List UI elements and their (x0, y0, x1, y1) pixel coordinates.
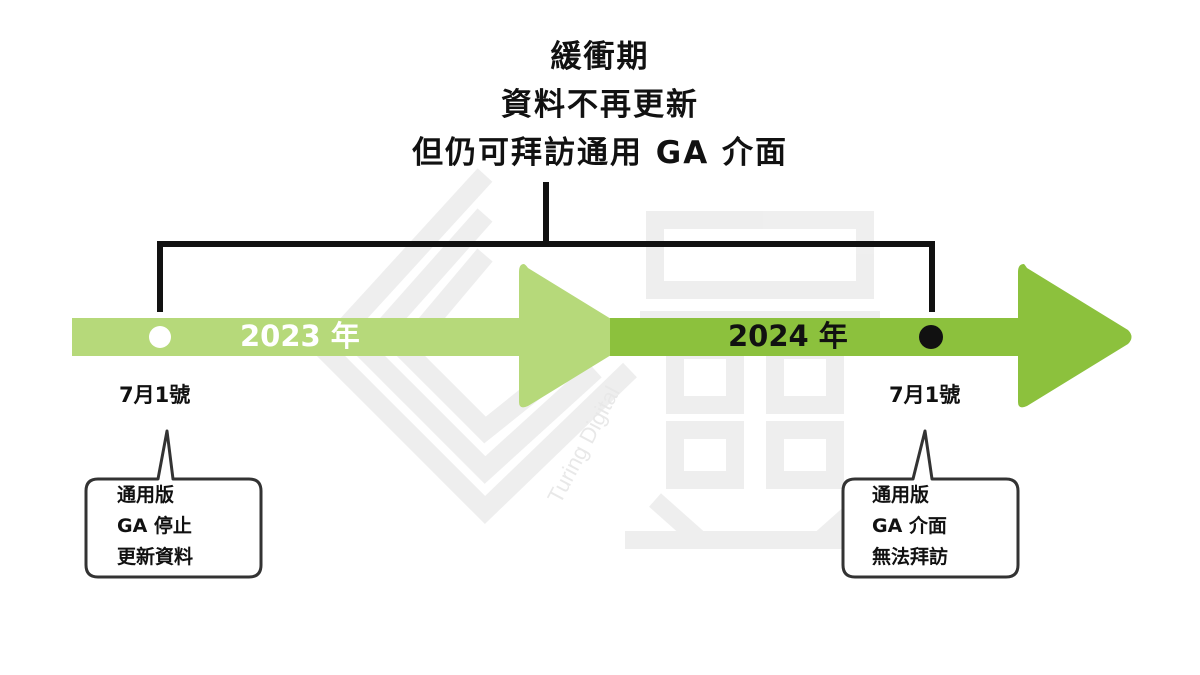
milestone-end-dot (919, 325, 943, 349)
timeline-arrow-2023 (519, 264, 633, 408)
callout-start-line-2: GA 停止 (117, 515, 192, 537)
heading-line-3: 但仍可拜訪通用 GA 介面 (411, 135, 789, 171)
callout-end-line-1: 通用版 (872, 484, 930, 506)
heading-line-1: 緩衝期 (550, 39, 650, 75)
heading-line-2: 資料不再更新 (501, 87, 699, 123)
callout-start-line-3: 更新資料 (117, 546, 194, 568)
milestone-end-date: 7月1號 (889, 383, 961, 407)
milestone-start-date: 7月1號 (119, 383, 191, 407)
callout-end-bubble (841, 429, 1020, 579)
callout-end-line-2: GA 介面 (872, 515, 947, 537)
watermark-logo: Turing Digital (311, 168, 895, 549)
buffer-period-bracket (157, 182, 935, 312)
year-label-2024: 2024 年 (728, 319, 848, 353)
callout-end-line-3: 無法拜訪 (872, 546, 949, 568)
callout-start-line-1: 通用版 (117, 484, 175, 506)
timeline-arrow-2024 (1018, 264, 1132, 408)
year-label-2023: 2023 年 (240, 319, 360, 353)
callout-start-bubble (84, 429, 263, 579)
milestone-start-dot (149, 326, 171, 348)
timeline-bar-2024 (610, 318, 1035, 356)
